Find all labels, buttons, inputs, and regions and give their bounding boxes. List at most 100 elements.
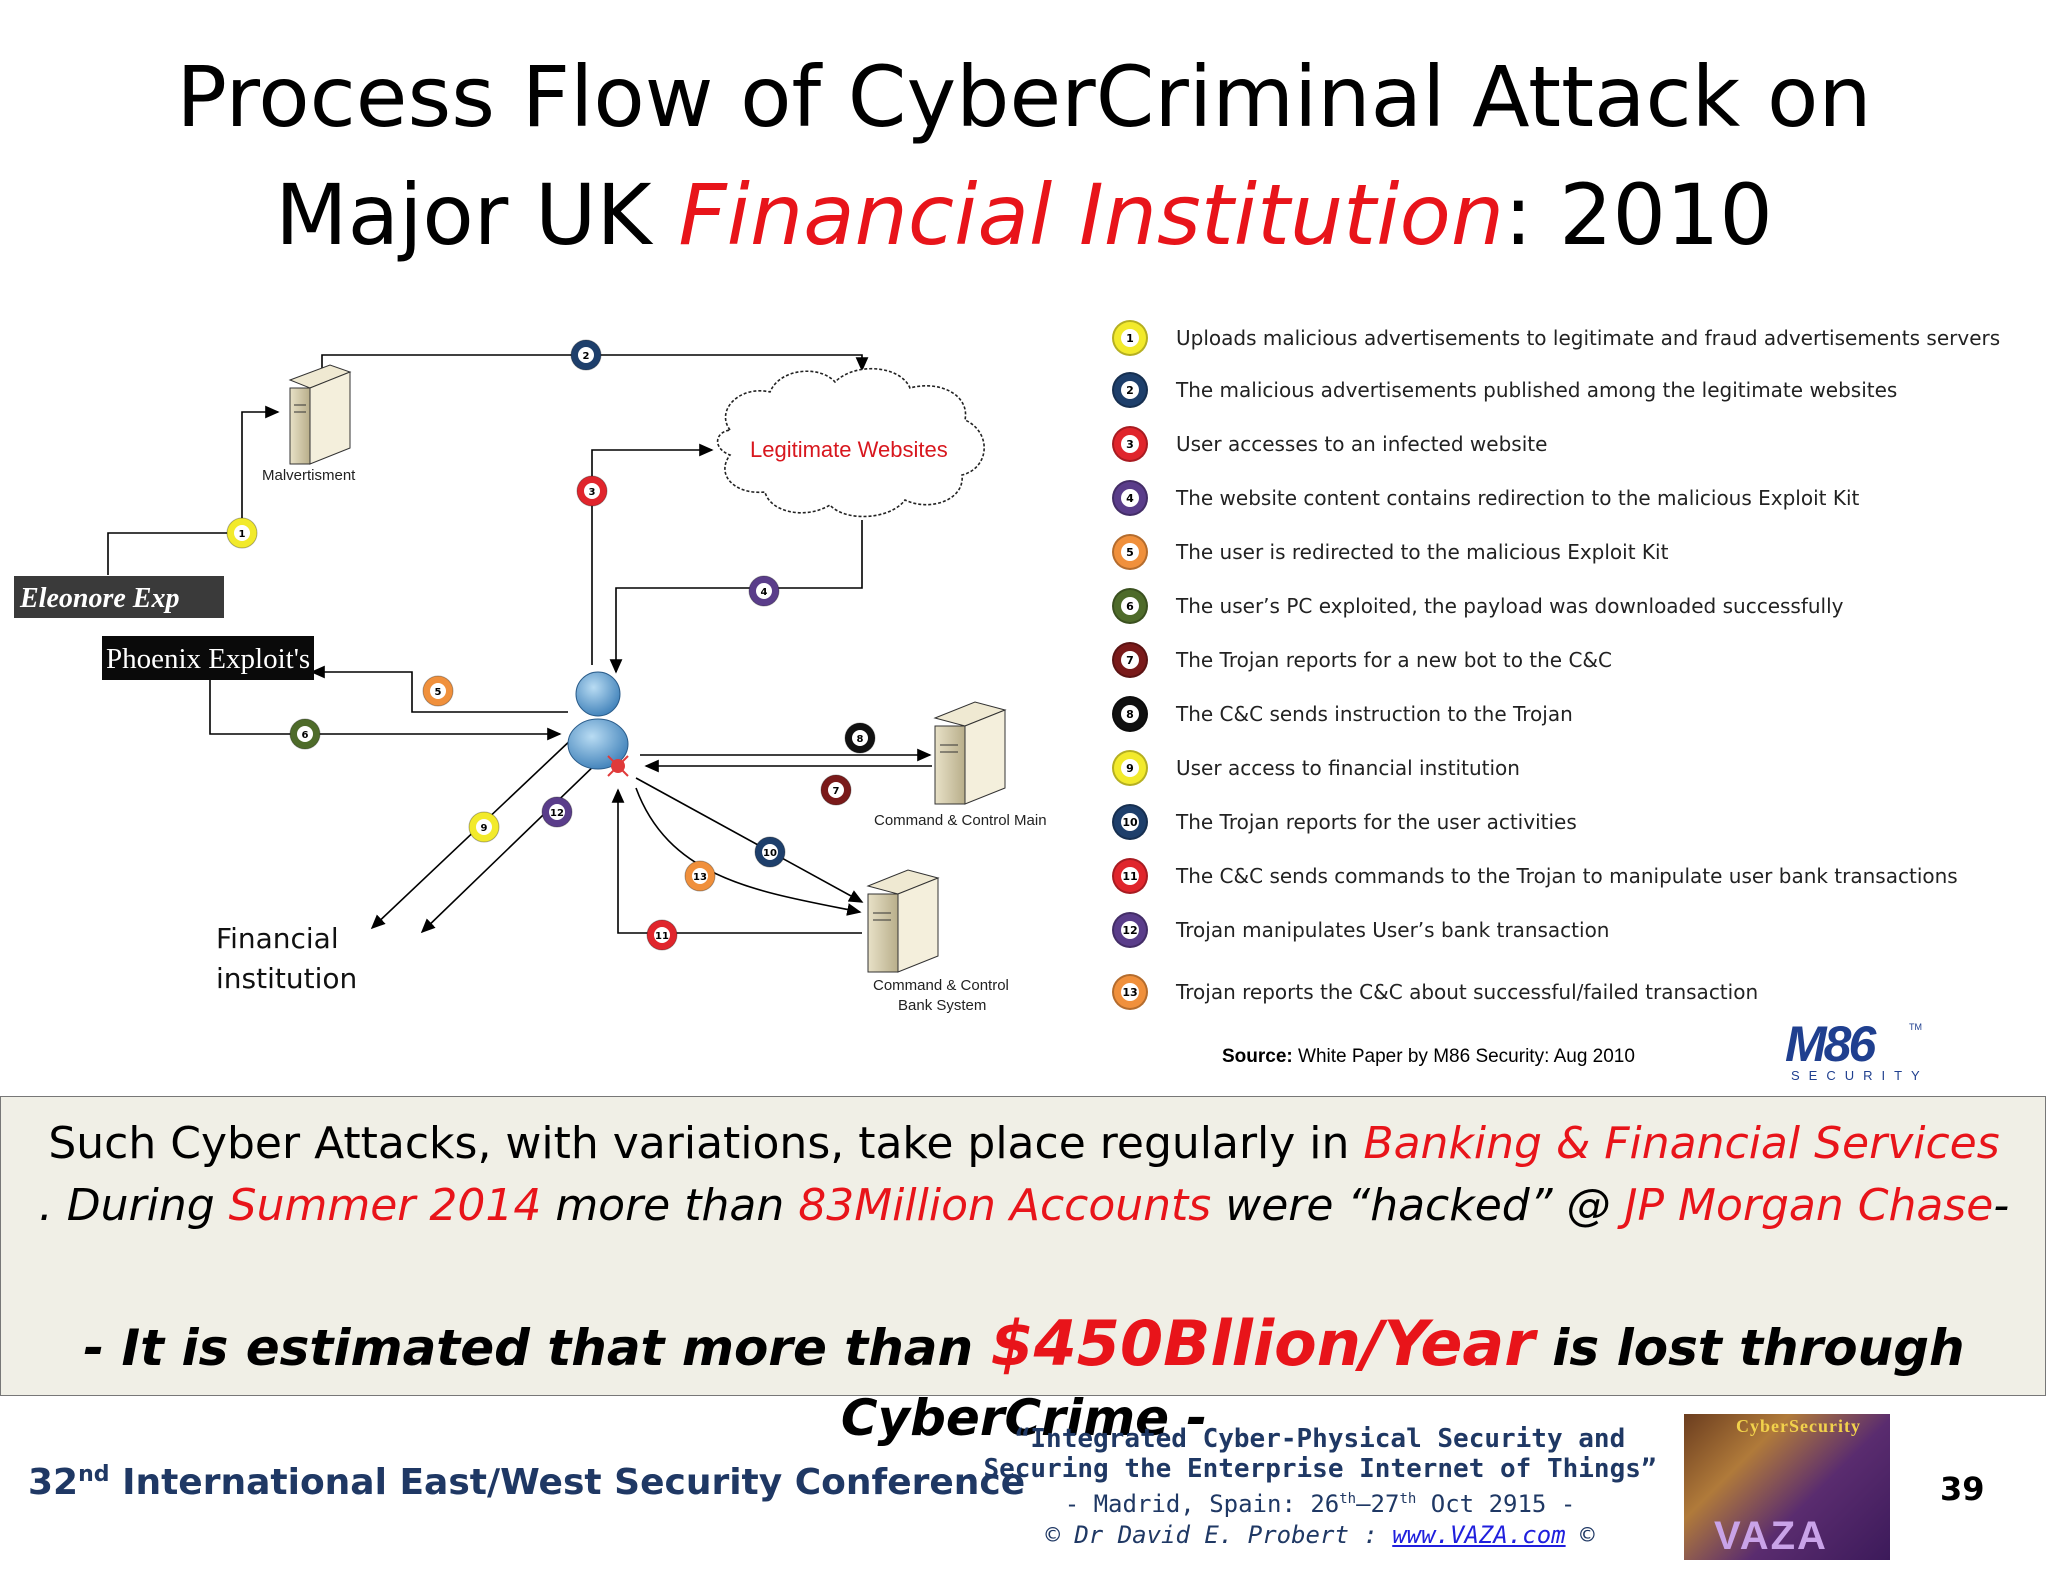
estimate-text: is lost through CyberCrime - (840, 1319, 1965, 1447)
step-11-marker: 11 (646, 919, 678, 951)
title-line-2: Major UK Financial Institution: 2010 (0, 156, 2048, 274)
step-number-icon: 5 (1112, 534, 1148, 570)
step-number: 2 (1121, 381, 1139, 399)
summary-highlight: Banking & Financial Services (1363, 1118, 2000, 1169)
title-highlight: Financial Institution (678, 166, 1505, 264)
phoenix-exploit-box (102, 636, 314, 680)
malvertisment-server-icon (288, 364, 352, 465)
summary-text: were “hacked” @ (1211, 1180, 1625, 1231)
cc-bank-server-icon (866, 869, 940, 973)
step-number: 13 (693, 872, 707, 883)
step-number: 12 (1121, 921, 1139, 939)
legend-item: 10 The Trojan reports for the user activi… (1112, 802, 1577, 842)
step-3-marker: 3 (576, 475, 608, 507)
attack-flow-diagram: Malvertisment Legitimate Websites Eleono… (14, 339, 1047, 1014)
footer-line-3: - Madrid, Spain: 26th–27th Oct 2915 - (980, 1484, 1660, 1519)
legend-text: Uploads malicious advertisements to legi… (1176, 326, 2001, 350)
step-4-marker: 4 (748, 575, 780, 607)
legend-text: The website content contains redirection… (1176, 486, 1860, 510)
step-12-marker: 12 (541, 796, 573, 828)
summary-paragraph: Such Cyber Attacks, with variations, tak… (1, 1113, 2047, 1237)
source-label: Source: (1222, 1046, 1293, 1067)
phoenix-exploit-label: Phoenix Exploit's (106, 643, 310, 675)
legend-text: The C&C sends instruction to the Trojan (1176, 702, 1573, 726)
vaza-logo-top: CyberSecurity (1736, 1416, 1861, 1436)
legend-text: User accesses to an infected website (1176, 432, 1548, 456)
m86-logo-tm: TM (1909, 1022, 1922, 1032)
step-number: 7 (833, 786, 840, 797)
eleonore-exploit-label: Eleonore Exp (19, 583, 179, 614)
step-number-icon: 3 (1112, 426, 1148, 462)
vaza-website-link[interactable]: www.VAZA.com (1392, 1521, 1566, 1549)
step-8-marker: 8 (844, 722, 876, 754)
legend-item: 13 Trojan reports the C&C about successfu… (1112, 972, 1758, 1012)
footer-date-text: - Madrid, Spain: 26 (1064, 1490, 1340, 1518)
step-number-icon: 8 (1112, 696, 1148, 732)
eleonore-exploit-box (14, 576, 224, 618)
vaza-logo-bottom: VAZA (1714, 1514, 1828, 1558)
step-number: 4 (761, 587, 768, 598)
legitimate-websites-label: Legitimate Websites (750, 437, 948, 462)
step-number-icon: 12 (1112, 912, 1148, 948)
source-citation: Source: White Paper by M86 Security: Aug… (1222, 1046, 1635, 1068)
footer-event-info: “Integrated Cyber-Physical Security and … (980, 1424, 1660, 1551)
m86-logo-brand: M86 (1785, 1016, 1876, 1072)
step-number: 10 (763, 848, 777, 859)
step-number: 5 (435, 687, 442, 698)
step-number: 1 (1121, 329, 1139, 347)
title-line-1: Process Flow of CyberCriminal Attack on (176, 48, 1872, 146)
legend-item: 8 The C&C sends instruction to the Trojan (1112, 694, 1573, 734)
vaza-cybersecurity-logo: CyberSecurity VAZA (1684, 1414, 1890, 1560)
legend-item: 4 The website content contains redirectio… (1112, 478, 1859, 518)
footer-line-4: © Dr David E. Probert : www.VAZA.com © (980, 1519, 1660, 1551)
step-number: 10 (1121, 813, 1139, 831)
step-number: 7 (1121, 651, 1139, 669)
step-2-marker: 2 (570, 339, 602, 371)
step-number: 11 (1121, 867, 1139, 885)
conference-title: International East/West Security Confere… (109, 1462, 1026, 1503)
step-number-icon: 1 (1112, 320, 1148, 356)
step-number-icon: 7 (1112, 642, 1148, 678)
estimate-amount: $450Bllion/Year (990, 1307, 1535, 1380)
cc-main-server-icon (933, 701, 1007, 805)
step-number: 5 (1121, 543, 1139, 561)
legend-text: The user’s PC exploited, the payload was… (1176, 594, 1844, 618)
summary-text: - (1993, 1180, 2010, 1231)
legend-item: 11 The C&C sends commands to the Trojan t… (1112, 856, 1958, 896)
summary-line-1: Such Cyber Attacks, with variations, tak… (1, 1113, 2047, 1175)
step-number: 6 (1121, 597, 1139, 615)
legend-text: Trojan reports the C&C about successful/… (1176, 980, 1759, 1004)
summary-highlight: 83Million Accounts (798, 1180, 1212, 1231)
footer-date-ordinal: th (1339, 1491, 1357, 1507)
step-number: 8 (857, 734, 864, 745)
conference-name: 32nd International East/West Security Co… (28, 1462, 1025, 1503)
footer-line-2: Securing the Enterprise Internet of Thin… (983, 1454, 1657, 1484)
step-number: 11 (655, 931, 669, 942)
conference-number: 32 (28, 1462, 79, 1503)
legend-text: The Trojan reports for the user activiti… (1176, 810, 1577, 834)
step-7-marker: 7 (820, 774, 852, 806)
legend-item: 1 Uploads malicious advertisements to leg… (1112, 318, 2000, 358)
step-number-icon: 11 (1112, 858, 1148, 894)
m86-security-logo: M86 SECURITY TM (1785, 1016, 1945, 1083)
summary-estimate: - It is estimated that more than $450Bll… (1, 1309, 2047, 1453)
step-number: 4 (1121, 489, 1139, 507)
m86-logo-subtitle: SECURITY (1791, 1068, 1929, 1083)
step-number: 9 (1121, 759, 1139, 777)
malvertisment-label: Malvertisment (262, 467, 356, 484)
legitimate-websites-cloud (716, 368, 985, 518)
footer-date-ordinal: th (1399, 1491, 1417, 1507)
summary-text: more than (541, 1180, 799, 1231)
trojan-skull-icon (607, 755, 629, 777)
conference-ordinal: nd (78, 1462, 110, 1487)
summary-highlight: JP Morgan Chase (1624, 1180, 1994, 1231)
legend-text: The C&C sends commands to the Trojan to … (1176, 864, 1958, 888)
step-number: 13 (1121, 983, 1139, 1001)
step-10-marker: 10 (754, 836, 786, 868)
legend-item: 3 User accesses to an infected website (1112, 424, 1547, 464)
